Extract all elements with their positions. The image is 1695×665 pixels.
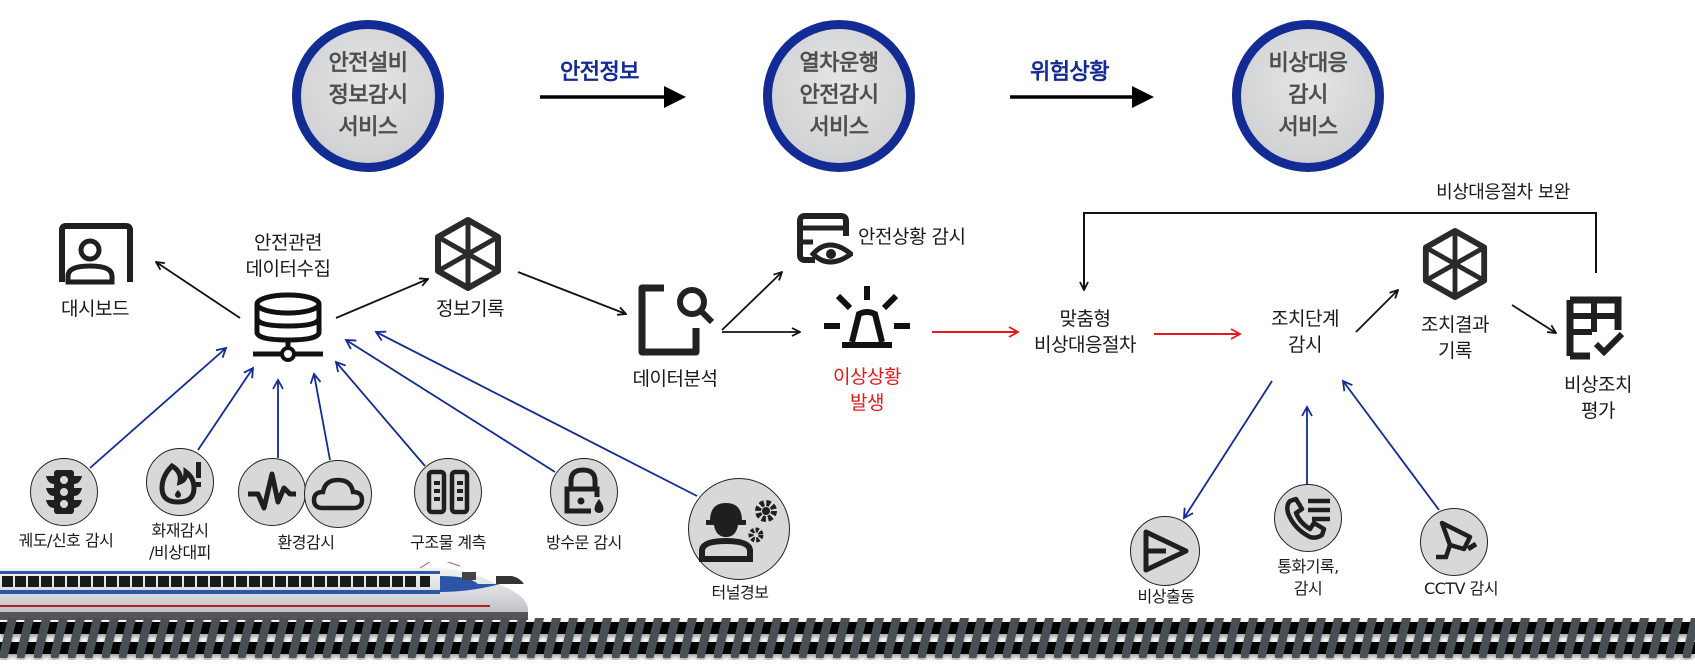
sensor-environment-vibration[interactable] bbox=[238, 458, 306, 526]
arrow-result-to-evaluation bbox=[1511, 304, 1556, 333]
sensor-environment-label: 환경감시 bbox=[277, 533, 335, 552]
response-arrow-cctv bbox=[1341, 379, 1440, 511]
cctv-camera-icon bbox=[1436, 520, 1478, 560]
flow-arrow-safety-info bbox=[540, 86, 686, 108]
response-cctv[interactable] bbox=[1420, 508, 1488, 576]
train-illustration bbox=[0, 562, 528, 620]
traffic-light-icon bbox=[46, 470, 82, 514]
sensor-fire-evacuation[interactable] bbox=[146, 448, 214, 516]
sensor-arrow-7 bbox=[374, 330, 698, 497]
send-arrow-icon bbox=[1143, 529, 1189, 573]
feedback-label: 비상대응절차 보완 bbox=[1436, 182, 1570, 203]
response-cctv-label: CCTV 감시 bbox=[1423, 579, 1499, 598]
database-network-icon bbox=[253, 292, 323, 362]
arrow-collect-to-record bbox=[335, 279, 428, 319]
sensor-arrow-4 bbox=[309, 372, 331, 461]
sensor-structure[interactable] bbox=[414, 458, 482, 526]
hexagon-cube-icon bbox=[1422, 228, 1488, 300]
railway-track bbox=[0, 618, 1695, 658]
sensor-floodgate-label: 방수문 감시 bbox=[546, 533, 622, 552]
structure-panels-icon bbox=[426, 469, 470, 515]
monitor-label: 안전상황 감시 bbox=[858, 226, 966, 248]
phone-list-icon bbox=[1285, 496, 1330, 540]
analysis-label: 데이터분석 bbox=[632, 368, 718, 390]
worker-gears-icon bbox=[699, 500, 777, 562]
sensor-arrow-5 bbox=[334, 360, 426, 467]
sensor-track-signal[interactable] bbox=[30, 458, 98, 526]
arrow-stage-to-result bbox=[1355, 290, 1398, 333]
waveform-icon bbox=[248, 471, 296, 511]
flow-label-danger: 위험상황 bbox=[1030, 60, 1109, 85]
response-call-log[interactable] bbox=[1274, 484, 1342, 552]
dashboard-person-icon bbox=[59, 223, 133, 285]
feedback-loop-line bbox=[1084, 212, 1597, 290]
lock-water-icon bbox=[564, 467, 604, 514]
flow-arrow-danger bbox=[1010, 86, 1154, 108]
sensor-tunnel-alarm[interactable] bbox=[688, 478, 790, 580]
response-arrow-dispatch bbox=[1182, 380, 1273, 520]
response-dispatch[interactable] bbox=[1130, 516, 1200, 586]
response-call-log-label: 통화기록,감시 bbox=[1277, 557, 1339, 598]
sensor-tunnel-alarm-label: 터널경보 bbox=[711, 583, 769, 602]
sensor-arrow-6 bbox=[344, 339, 556, 473]
checklist-icon bbox=[1566, 296, 1625, 360]
sensor-fire-evacuation-label: 화재감시/비상대피 bbox=[149, 521, 211, 562]
hexagon-cube-icon bbox=[435, 217, 501, 291]
sensor-arrow-2 bbox=[197, 366, 255, 451]
sensor-arrow-1 bbox=[89, 346, 228, 469]
siren-alarm-icon bbox=[824, 286, 910, 348]
response-dispatch-label: 비상출동 bbox=[1137, 587, 1195, 606]
fire-alert-icon bbox=[159, 462, 201, 505]
dashboard-label: 대시보드 bbox=[61, 298, 129, 320]
sensor-track-signal-label: 궤도/신호 감시 bbox=[18, 531, 114, 550]
record-label: 정보기록 bbox=[436, 298, 504, 320]
flow-label-safety-info: 안전정보 bbox=[560, 60, 639, 85]
sensor-environment-weather[interactable] bbox=[304, 460, 372, 528]
cloud-icon bbox=[311, 477, 365, 511]
document-search-icon bbox=[638, 284, 715, 356]
sensor-structure-label: 구조물 계측 bbox=[410, 533, 486, 552]
arrow-analysis-to-monitor bbox=[721, 272, 782, 331]
monitor-eye-icon bbox=[797, 213, 853, 265]
arrow-record-to-analysis bbox=[517, 271, 626, 314]
arrow-collect-to-dashboard bbox=[156, 262, 241, 319]
train-windows bbox=[2, 572, 524, 587]
sensor-floodgate[interactable] bbox=[550, 458, 618, 526]
